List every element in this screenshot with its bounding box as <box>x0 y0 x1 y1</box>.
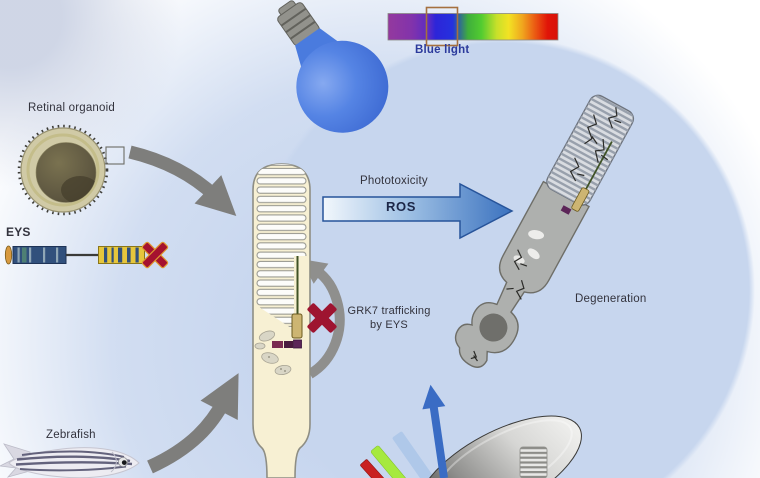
light-beam-green <box>370 445 409 478</box>
degenerated-axoneme <box>585 141 613 190</box>
blue-light-bulb-icon <box>277 0 389 133</box>
eys-gene-label: EYS <box>6 225 31 239</box>
degenerated-mitochondria <box>527 248 540 260</box>
ros-label: ROS <box>386 199 416 214</box>
grk7-trafficking-line2: by EYS <box>370 319 408 332</box>
connecting-cilium-icon <box>291 313 303 339</box>
mitochondria-icon <box>254 330 292 376</box>
zebrafish-to-cell-arrow-icon <box>147 373 239 474</box>
grk7-trafficking-line1: GRK7 trafficking <box>347 305 431 317</box>
protein-start-marker <box>4 245 13 265</box>
protein-domain-yellow-stripes <box>104 247 139 263</box>
eys-mutation-cross-icon <box>141 241 169 269</box>
photoreceptor-cell-icon <box>252 163 311 478</box>
grk7-trafficking-label: GRK7 trafficking by EYS <box>333 304 445 333</box>
grk7-protein-block <box>272 341 283 348</box>
retinal-organoid-icon <box>17 124 125 216</box>
protein-domain-stripes <box>17 247 59 263</box>
degeneration-label: Degeneration <box>575 293 647 305</box>
retinal-organoid-label: Retinal organoid <box>28 102 115 114</box>
zebrafish-label: Zebrafish <box>46 429 96 441</box>
basal-body-icon <box>293 339 302 349</box>
degenerated-cilium <box>571 187 590 212</box>
protein-domain-teal-stripe <box>22 247 27 263</box>
fish-gill-line <box>110 451 117 473</box>
degenerated-outer-segment <box>546 94 635 206</box>
crack-lines <box>470 107 622 362</box>
degenerated-nucleus <box>479 313 508 342</box>
grk7-blocked-cross-icon <box>307 303 337 333</box>
petri-dish-icon <box>418 415 582 478</box>
blue-light-label: Blue light <box>415 44 470 56</box>
ros-phototoxicity-arrow-icon <box>322 182 514 240</box>
reflected-blue-arrow-icon <box>422 384 448 478</box>
degenerated-mitochondria <box>528 230 545 240</box>
organoid-inset-box <box>105 146 125 165</box>
zebrafish-icon <box>0 443 140 478</box>
light-beam-blue <box>392 431 437 478</box>
mini-outer-segment-icon <box>519 446 548 478</box>
eys-protein-diagram-icon <box>4 241 169 269</box>
degenerated-basal-body <box>560 205 572 215</box>
light-spectrum-bar <box>387 6 559 47</box>
organoid-to-cell-arrow-icon <box>128 145 237 217</box>
organoid-cilia-ring <box>17 124 109 216</box>
mitochondria-speckles <box>268 356 286 372</box>
fish-pupil <box>121 460 127 465</box>
degenerated-photoreceptor-icon <box>454 94 635 368</box>
grk7-protein-block <box>284 341 293 348</box>
grk7-trafficking-arrow-icon <box>300 258 345 379</box>
blue-light-highlight-box <box>425 6 459 47</box>
light-beams-icon <box>360 431 437 478</box>
phototoxicity-label: Phototoxicity <box>360 175 428 187</box>
